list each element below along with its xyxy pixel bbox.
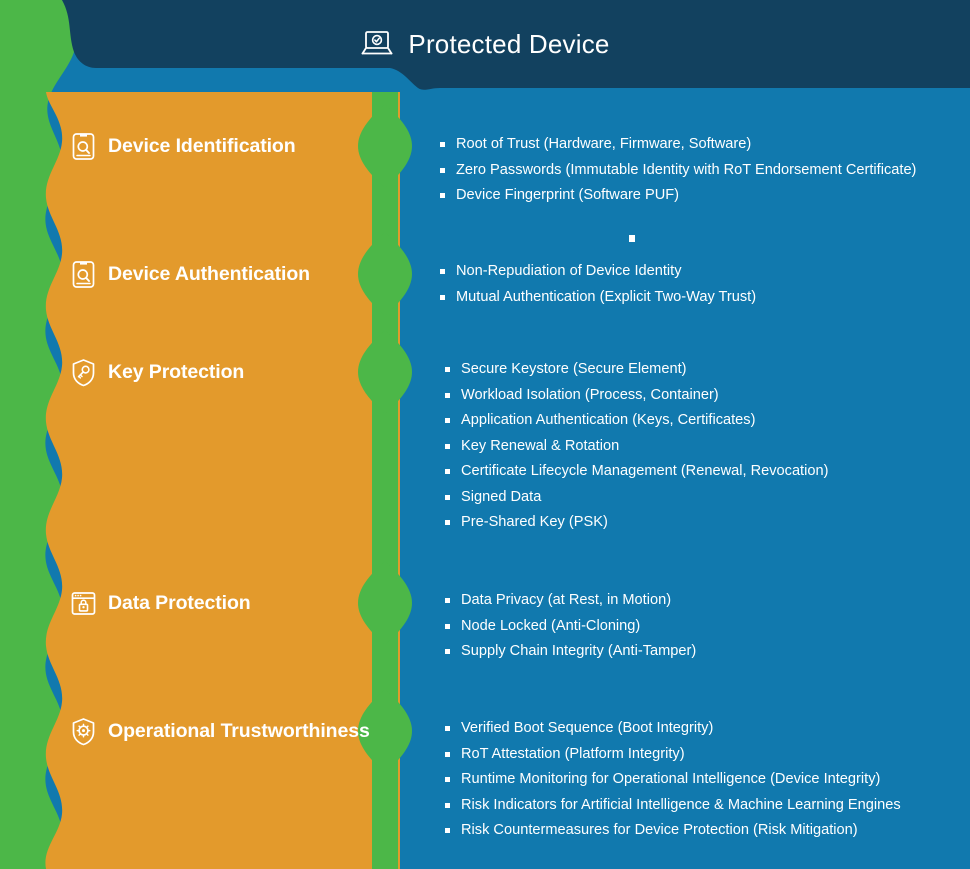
green-chevron-group <box>358 104 412 773</box>
bullet-marker-icon <box>445 469 450 474</box>
list-item-label: Risk Indicators for Artificial Intellige… <box>461 796 901 813</box>
category-data-protection[interactable]: Data Protection <box>70 586 251 620</box>
category-label: Device Authentication <box>108 262 310 285</box>
list-item: Device Fingerprint (Software PUF) <box>440 187 960 204</box>
list-item: Data Privacy (at Rest, in Motion) <box>440 592 960 609</box>
bullet-list-device-identification: Root of Trust (Hardware, Firmware, Softw… <box>440 136 960 213</box>
bullet-list-data-protection: Data Privacy (at Rest, in Motion) Node L… <box>440 592 960 669</box>
bullet-marker-icon <box>445 751 450 757</box>
list-item-label: Zero Passwords (Immutable Identity with … <box>456 161 917 178</box>
bullet-marker-icon <box>445 828 450 833</box>
list-item: Certificate Lifecycle Management (Renewa… <box>440 463 960 480</box>
list-item-label: Secure Keystore (Secure Element) <box>461 361 687 377</box>
list-item-label: Risk Countermeasures for Device Protecti… <box>461 822 858 838</box>
list-item-label: Non-Repudiation of Device Identity <box>456 263 682 279</box>
bullet-marker-icon <box>445 520 450 525</box>
bullet-marker-icon <box>445 649 450 654</box>
category-label: Device Identification <box>108 134 296 157</box>
green-left-strip <box>0 0 77 869</box>
bullet-marker-icon <box>445 392 450 398</box>
list-item-label: Workload Isolation (Process, Container) <box>461 386 719 403</box>
list-item: Workload Isolation (Process, Container) <box>440 387 960 404</box>
category-operational-trustworthiness[interactable]: Operational Trustworthiness <box>70 714 370 748</box>
list-item: Zero Passwords (Immutable Identity with … <box>440 162 960 179</box>
list-item: RoT Attestation (Platform Integrity) <box>440 746 960 763</box>
category-device-identification[interactable]: Device Identification <box>70 129 296 163</box>
bullet-marker-icon <box>440 193 445 198</box>
list-item: Risk Countermeasures for Device Protecti… <box>440 822 960 839</box>
list-item: Application Authentication (Keys, Certif… <box>440 412 960 429</box>
list-item: Key Renewal & Rotation <box>440 438 960 455</box>
list-item-label: Pre-Shared Key (PSK) <box>461 514 608 530</box>
window-padlock-icon <box>71 591 96 615</box>
list-item-label: Supply Chain Integrity (Anti-Tamper) <box>461 643 697 659</box>
list-item: Node Locked (Anti-Cloning) <box>440 618 960 635</box>
bullet-marker-icon <box>445 726 450 731</box>
green-chevron-4 <box>358 689 412 773</box>
list-item: Signed Data <box>440 489 960 506</box>
list-item: Secure Keystore (Secure Element) <box>440 361 960 378</box>
list-item: Root of Trust (Hardware, Firmware, Softw… <box>440 136 960 153</box>
list-item-label: Verified Boot Sequence (Boot Integrity) <box>461 720 714 736</box>
category-label: Operational Trustworthiness <box>108 719 370 742</box>
list-item: Verified Boot Sequence (Boot Integrity) <box>440 720 960 737</box>
green-chevron-0 <box>358 104 412 188</box>
category-label: Key Protection <box>108 360 245 383</box>
list-item-label: Certificate Lifecycle Management (Renewa… <box>461 463 829 479</box>
bullet-marker-icon <box>445 494 450 500</box>
list-item-label: Node Locked (Anti-Cloning) <box>461 617 641 634</box>
bullet-list-operational-trustworthiness: Verified Boot Sequence (Boot Integrity) … <box>440 720 960 848</box>
bullet-marker-icon <box>440 142 445 147</box>
bullet-marker-icon <box>445 802 450 808</box>
list-item-label: Application Authentication (Keys, Certif… <box>461 412 756 428</box>
bullet-marker-icon <box>445 418 450 423</box>
list-item: Risk Indicators for Artificial Intellige… <box>440 797 960 814</box>
list-item: Non-Repudiation of Device Identity <box>440 263 960 280</box>
orphan-bullet-marker-icon <box>629 235 635 242</box>
green-chevron-3 <box>358 561 412 645</box>
bullet-marker-icon <box>445 367 450 372</box>
list-item: Runtime Monitoring for Operational Intel… <box>440 771 960 788</box>
bullet-marker-icon <box>445 623 450 629</box>
list-item: Mutual Authentication (Explicit Two-Way … <box>440 289 960 306</box>
list-item-label: Mutual Authentication (Explicit Two-Way … <box>456 288 757 305</box>
shield-key-icon <box>72 358 95 386</box>
bullet-marker-icon <box>445 443 450 449</box>
shield-gear-icon <box>72 717 95 745</box>
list-item-label: Key Renewal & Rotation <box>461 437 620 454</box>
list-item-label: Runtime Monitoring for Operational Intel… <box>461 771 881 787</box>
list-item-label: Data Privacy (at Rest, in Motion) <box>461 592 672 608</box>
green-chevron-1 <box>358 232 412 316</box>
bullet-marker-icon <box>445 777 450 782</box>
bullet-marker-icon <box>445 598 450 603</box>
list-item-label: Signed Data <box>461 488 542 505</box>
navy-header-band <box>62 0 970 90</box>
list-item: Pre-Shared Key (PSK) <box>440 514 960 531</box>
orange-panel <box>45 92 400 869</box>
category-label: Data Protection <box>108 591 251 614</box>
category-key-protection[interactable]: Key Protection <box>70 355 244 389</box>
list-item-label: Device Fingerprint (Software PUF) <box>456 187 680 203</box>
list-item-label: Root of Trust (Hardware, Firmware, Softw… <box>456 136 752 152</box>
bullet-list-key-protection: Secure Keystore (Secure Element) Workloa… <box>440 361 960 540</box>
bullet-marker-icon <box>440 269 445 274</box>
category-device-authentication[interactable]: Device Authentication <box>70 257 310 291</box>
bullet-marker-icon <box>440 167 445 173</box>
device-magnifier-icon <box>72 132 95 160</box>
list-item: Supply Chain Integrity (Anti-Tamper) <box>440 643 960 660</box>
bullet-marker-icon <box>440 294 445 300</box>
bullet-list-device-authentication: Non-Repudiation of Device Identity Mutua… <box>440 263 960 314</box>
device-magnifier-icon <box>72 260 95 288</box>
list-item-label: RoT Attestation (Platform Integrity) <box>461 745 685 762</box>
green-chevron-2 <box>358 330 412 414</box>
